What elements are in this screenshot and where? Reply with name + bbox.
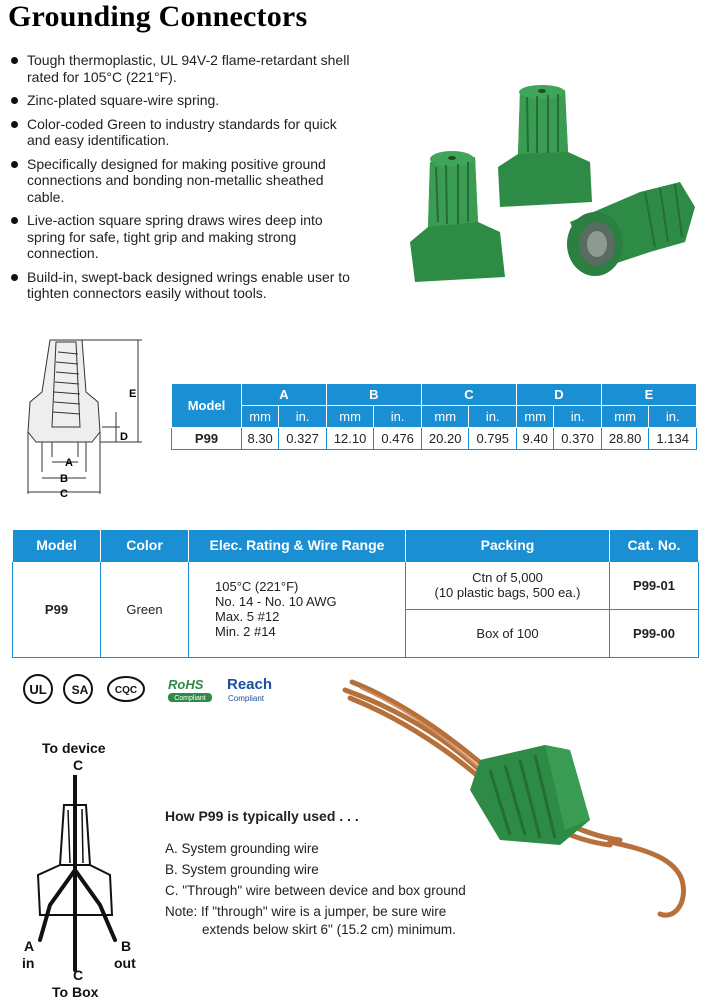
spec-header-packing: Packing <box>405 530 610 561</box>
svg-text:UL: UL <box>29 682 46 697</box>
dim-value-cell: 0.327 <box>278 427 327 450</box>
spec-header-cat: Cat. No. <box>609 530 699 561</box>
packing-line: Ctn of 5,000 <box>472 570 543 585</box>
certification-logos: UL SA CQC RoHS Compliant Reach Compliant <box>23 674 272 704</box>
label-to-box: To Box <box>52 984 99 999</box>
dim-table-header: C <box>420 383 518 406</box>
label-b-out: out <box>114 955 136 971</box>
dim-value-cell: 0.476 <box>373 427 422 450</box>
spec-packing-cell: Ctn of 5,000 (10 plastic bags, 500 ea.) <box>405 560 610 610</box>
feature-item: Color-coded Green to industry standards … <box>10 116 360 149</box>
feature-item: Specifically designed for making positiv… <box>10 156 360 206</box>
dim-label-e: E <box>129 388 136 400</box>
dim-value-cell: 12.10 <box>325 427 375 450</box>
feature-item: Live-action square spring draws wires de… <box>10 212 360 262</box>
dim-unit: in. <box>278 405 327 428</box>
usage-heading: How P99 is typically used . . . <box>165 808 359 824</box>
spec-header-elec: Elec. Rating & Wire Range <box>188 530 406 561</box>
table-row: P99 8.30 0.327 12.10 0.476 20.20 0.795 9… <box>171 427 697 450</box>
usage-note-cont: extends below skirt 6" (15.2 cm) minimum… <box>202 922 456 937</box>
dim-label-a: A <box>65 457 73 469</box>
dim-table-header: E <box>600 383 698 406</box>
dim-unit: in. <box>373 405 422 428</box>
dimension-drawing: A B C D E <box>27 339 142 500</box>
usage-line: C. "Through" wire between device and box… <box>165 883 466 898</box>
table-row: P99 Green 105°C (221°F) No. 14 - No. 10 … <box>12 560 699 658</box>
spec-cat-cell: P99-01 <box>609 560 699 610</box>
reach-logo: Reach Compliant <box>227 676 272 703</box>
elec-line: 105°C (221°F) <box>215 579 299 594</box>
wiring-diagram <box>36 775 117 972</box>
spec-elec-cell: 105°C (221°F) No. 14 - No. 10 AWG Max. 5… <box>188 560 406 658</box>
rohs-logo: RoHS Compliant <box>168 677 212 702</box>
dim-value-cell: 8.30 <box>240 427 280 450</box>
cqc-logo: CQC <box>107 676 145 702</box>
usage-instructions: How P99 is typically used . . . A. Syste… <box>165 808 505 938</box>
svg-text:Compliant: Compliant <box>174 695 206 702</box>
dim-unit: in. <box>648 405 697 428</box>
dim-unit: mm <box>240 405 280 428</box>
label-to-device: To device <box>42 740 106 756</box>
dim-model-cell: P99 <box>171 427 242 450</box>
label-c-top: C <box>73 757 84 773</box>
connector-right-image <box>567 182 695 276</box>
dim-value-cell: 0.370 <box>553 427 602 450</box>
usage-note: Note: If "through" wire is a jumper, be … <box>165 904 447 919</box>
svg-text:SA: SA <box>72 683 89 697</box>
elec-line: Max. 5 #12 <box>215 609 280 624</box>
feature-item: Tough thermoplastic, UL 94V-2 flame-reta… <box>10 52 360 85</box>
dim-value-cell: 20.20 <box>420 427 470 450</box>
elec-line: No. 14 - No. 10 AWG <box>215 594 337 609</box>
csa-logo: SA <box>63 674 93 704</box>
usage-photo <box>342 679 686 918</box>
svg-text:Compliant: Compliant <box>228 694 265 703</box>
spec-cat-cell: P99-00 <box>609 608 699 658</box>
dim-unit: mm <box>600 405 650 428</box>
spec-header-color: Color <box>100 530 189 561</box>
label-a-in: in <box>22 955 35 971</box>
dim-value-cell: 28.80 <box>600 427 650 450</box>
dim-value-cell: 1.134 <box>648 427 697 450</box>
spec-table: Model Color Elec. Rating & Wire Range Pa… <box>12 530 699 658</box>
usage-line: A. System grounding wire <box>165 841 319 856</box>
packing-line: (10 plastic bags, 500 ea.) <box>434 585 581 600</box>
connector-in-use-image <box>470 745 590 845</box>
dim-label-c: C <box>60 488 68 500</box>
svg-text:Reach: Reach <box>227 676 272 693</box>
dim-label-d: D <box>120 431 128 443</box>
dim-unit: mm <box>516 405 555 428</box>
page-title: Grounding Connectors <box>8 0 308 33</box>
ul-logo: UL <box>23 674 53 704</box>
spec-color-cell: Green <box>100 560 189 658</box>
label-a: A <box>24 938 35 954</box>
elec-line: Min. 2 #14 <box>215 624 276 639</box>
svg-text:CQC: CQC <box>115 685 137 696</box>
dim-table-header: B <box>325 383 422 406</box>
dim-unit: mm <box>420 405 470 428</box>
dim-table-header-model: Model <box>171 383 242 428</box>
dim-unit: in. <box>553 405 602 428</box>
dim-value-cell: 0.795 <box>468 427 518 450</box>
dim-unit: in. <box>468 405 518 428</box>
label-c-bottom: C <box>73 967 84 983</box>
dim-table-header: A <box>241 383 327 406</box>
dim-label-b: B <box>60 473 68 485</box>
feature-item: Build-in, swept-back designed wrings ena… <box>10 269 360 302</box>
connector-center-image <box>498 85 592 207</box>
label-b: B <box>121 938 132 954</box>
product-photo <box>410 85 695 282</box>
spec-model-cell: P99 <box>12 560 101 658</box>
spec-header-model: Model <box>12 530 101 561</box>
dimension-table: Model A B C D E mm in. mm in. mm in. mm … <box>171 383 698 450</box>
table-row: Box of 100 P99-00 <box>13 608 699 658</box>
dim-unit: mm <box>325 405 375 428</box>
spec-packing-cell: Box of 100 <box>405 608 610 658</box>
svg-text:RoHS: RoHS <box>168 677 204 692</box>
feature-item: Zinc-plated square-wire spring. <box>10 92 360 109</box>
connector-left-image <box>410 151 505 282</box>
dim-value-cell: 9.40 <box>516 427 555 450</box>
feature-list: Tough thermoplastic, UL 94V-2 flame-reta… <box>10 52 360 309</box>
usage-line: B. System grounding wire <box>165 862 319 877</box>
dim-table-header: D <box>516 383 602 406</box>
